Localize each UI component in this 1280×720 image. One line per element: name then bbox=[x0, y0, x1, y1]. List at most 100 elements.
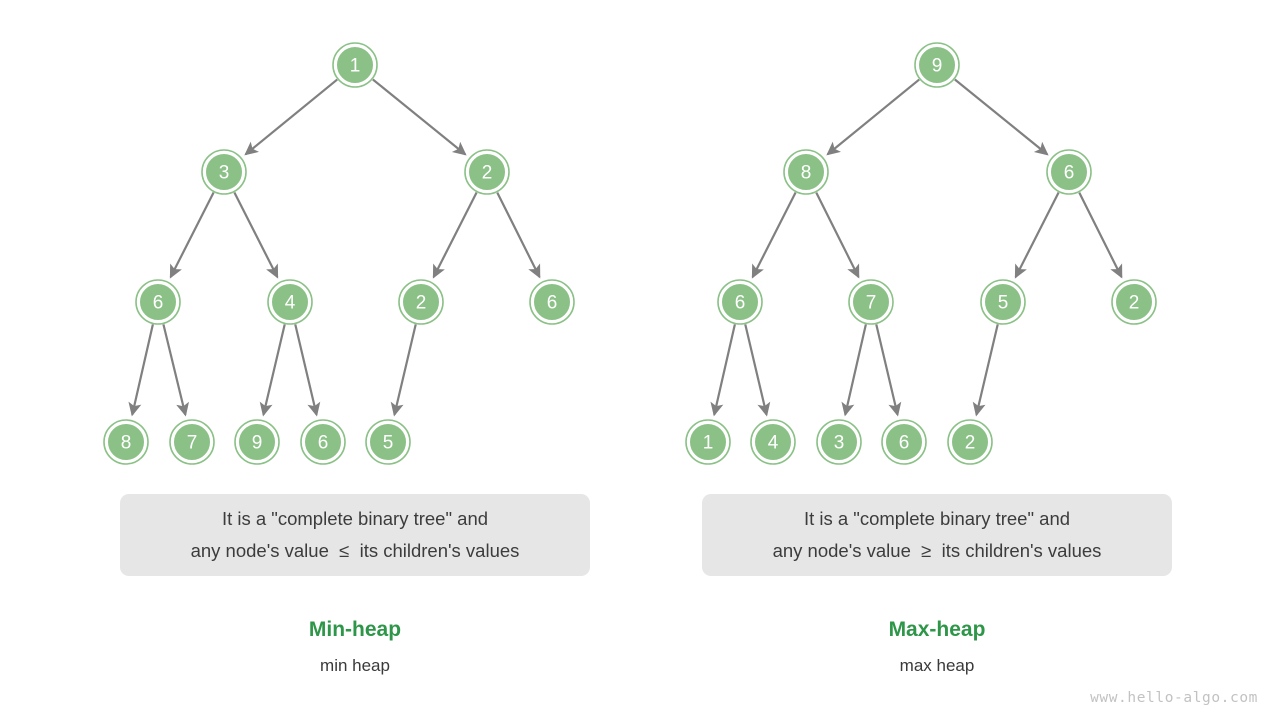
node-value: 1 bbox=[703, 433, 714, 454]
node-ring bbox=[529, 279, 575, 325]
tree-node: 2 bbox=[398, 279, 444, 325]
tree-node: 2 bbox=[947, 419, 993, 465]
node-circle bbox=[819, 422, 859, 462]
tree-edge bbox=[496, 192, 541, 279]
tree-edge bbox=[826, 78, 920, 156]
tree-edge bbox=[954, 78, 1049, 156]
node-circle bbox=[851, 282, 891, 322]
node-circle bbox=[106, 422, 146, 462]
node-value: 6 bbox=[153, 293, 164, 314]
tree-node: 8 bbox=[103, 419, 149, 465]
node-circle bbox=[950, 422, 990, 462]
node-circle bbox=[753, 422, 793, 462]
node-ring bbox=[300, 419, 346, 465]
node-circle bbox=[303, 422, 343, 462]
node-circle bbox=[401, 282, 441, 322]
tree-edge bbox=[744, 324, 771, 417]
tree-edge bbox=[1014, 192, 1060, 279]
node-value: 8 bbox=[801, 163, 812, 184]
node-value: 2 bbox=[965, 433, 976, 454]
node-value: 4 bbox=[768, 433, 779, 454]
tree-node: 2 bbox=[1111, 279, 1157, 325]
tree-edge bbox=[875, 324, 902, 417]
watermark: www.hello-algo.com bbox=[1090, 690, 1258, 706]
node-value: 7 bbox=[866, 293, 877, 314]
node-ring bbox=[750, 419, 796, 465]
min-heap-subtitle: min heap bbox=[320, 656, 390, 675]
node-value: 2 bbox=[416, 293, 427, 314]
tree-edge bbox=[841, 324, 867, 417]
node-ring bbox=[881, 419, 927, 465]
node-ring bbox=[267, 279, 313, 325]
tree-node: 7 bbox=[848, 279, 894, 325]
tree-node: 6 bbox=[300, 419, 346, 465]
node-circle bbox=[983, 282, 1023, 322]
node-ring bbox=[914, 42, 960, 88]
tree-edge bbox=[432, 192, 478, 279]
tree-node: 8 bbox=[783, 149, 829, 195]
node-ring bbox=[365, 419, 411, 465]
tree-node: 6 bbox=[717, 279, 763, 325]
node-circle bbox=[237, 422, 277, 462]
min-heap-title: Min-heap bbox=[308, 618, 402, 641]
node-value: 5 bbox=[998, 293, 1009, 314]
tree-node: 6 bbox=[881, 419, 927, 465]
node-value: 9 bbox=[932, 56, 943, 77]
node-value: 6 bbox=[899, 433, 910, 454]
caption-box-min-heap: It is a "complete binary tree" and any n… bbox=[120, 494, 590, 576]
node-value: 8 bbox=[121, 433, 132, 454]
node-ring bbox=[717, 279, 763, 325]
node-value: 6 bbox=[547, 293, 558, 314]
node-value: 9 bbox=[252, 433, 263, 454]
tree-node: 6 bbox=[529, 279, 575, 325]
node-ring bbox=[1111, 279, 1157, 325]
tree-edge bbox=[815, 192, 860, 279]
tree-edge bbox=[128, 324, 154, 417]
node-value: 6 bbox=[735, 293, 746, 314]
node-circle bbox=[467, 152, 507, 192]
tree-edge bbox=[244, 78, 338, 156]
node-ring bbox=[1046, 149, 1092, 195]
node-value: 2 bbox=[1129, 293, 1140, 314]
node-ring bbox=[685, 419, 731, 465]
caption-line-2: any node's value ≤ its children's values bbox=[190, 540, 520, 561]
node-circle bbox=[335, 45, 375, 85]
tree-edges bbox=[128, 78, 1123, 417]
node-ring bbox=[816, 419, 862, 465]
tree-node: 4 bbox=[267, 279, 313, 325]
tree-edge bbox=[372, 78, 467, 156]
tree-node: 1 bbox=[685, 419, 731, 465]
node-circle bbox=[917, 45, 957, 85]
node-ring bbox=[947, 419, 993, 465]
node-ring bbox=[464, 149, 510, 195]
node-circle bbox=[1049, 152, 1089, 192]
tree-edge bbox=[169, 192, 215, 279]
node-ring bbox=[783, 149, 829, 195]
max-heap-title: Max-heap bbox=[888, 618, 986, 641]
tree-node: 3 bbox=[816, 419, 862, 465]
tree-node: 9 bbox=[914, 42, 960, 88]
node-ring bbox=[980, 279, 1026, 325]
node-circle bbox=[532, 282, 572, 322]
tree-edge bbox=[710, 324, 736, 417]
tree-edge bbox=[233, 192, 279, 279]
node-circle bbox=[172, 422, 212, 462]
node-circle bbox=[368, 422, 408, 462]
tree-node: 9 bbox=[234, 419, 280, 465]
tree-edge bbox=[972, 324, 999, 417]
caption-line-1: It is a "complete binary tree" and bbox=[221, 508, 489, 529]
node-circle bbox=[786, 152, 826, 192]
node-ring bbox=[135, 279, 181, 325]
node-ring bbox=[103, 419, 149, 465]
caption-line-1: It is a "complete binary tree" and bbox=[803, 508, 1071, 529]
node-ring bbox=[234, 419, 280, 465]
node-ring bbox=[201, 149, 247, 195]
node-value: 6 bbox=[318, 433, 329, 454]
node-value: 7 bbox=[187, 433, 198, 454]
tree-edge bbox=[1078, 192, 1123, 279]
tree-node: 4 bbox=[750, 419, 796, 465]
node-value: 3 bbox=[834, 433, 845, 454]
tree-node: 5 bbox=[980, 279, 1026, 325]
tree-node: 5 bbox=[365, 419, 411, 465]
